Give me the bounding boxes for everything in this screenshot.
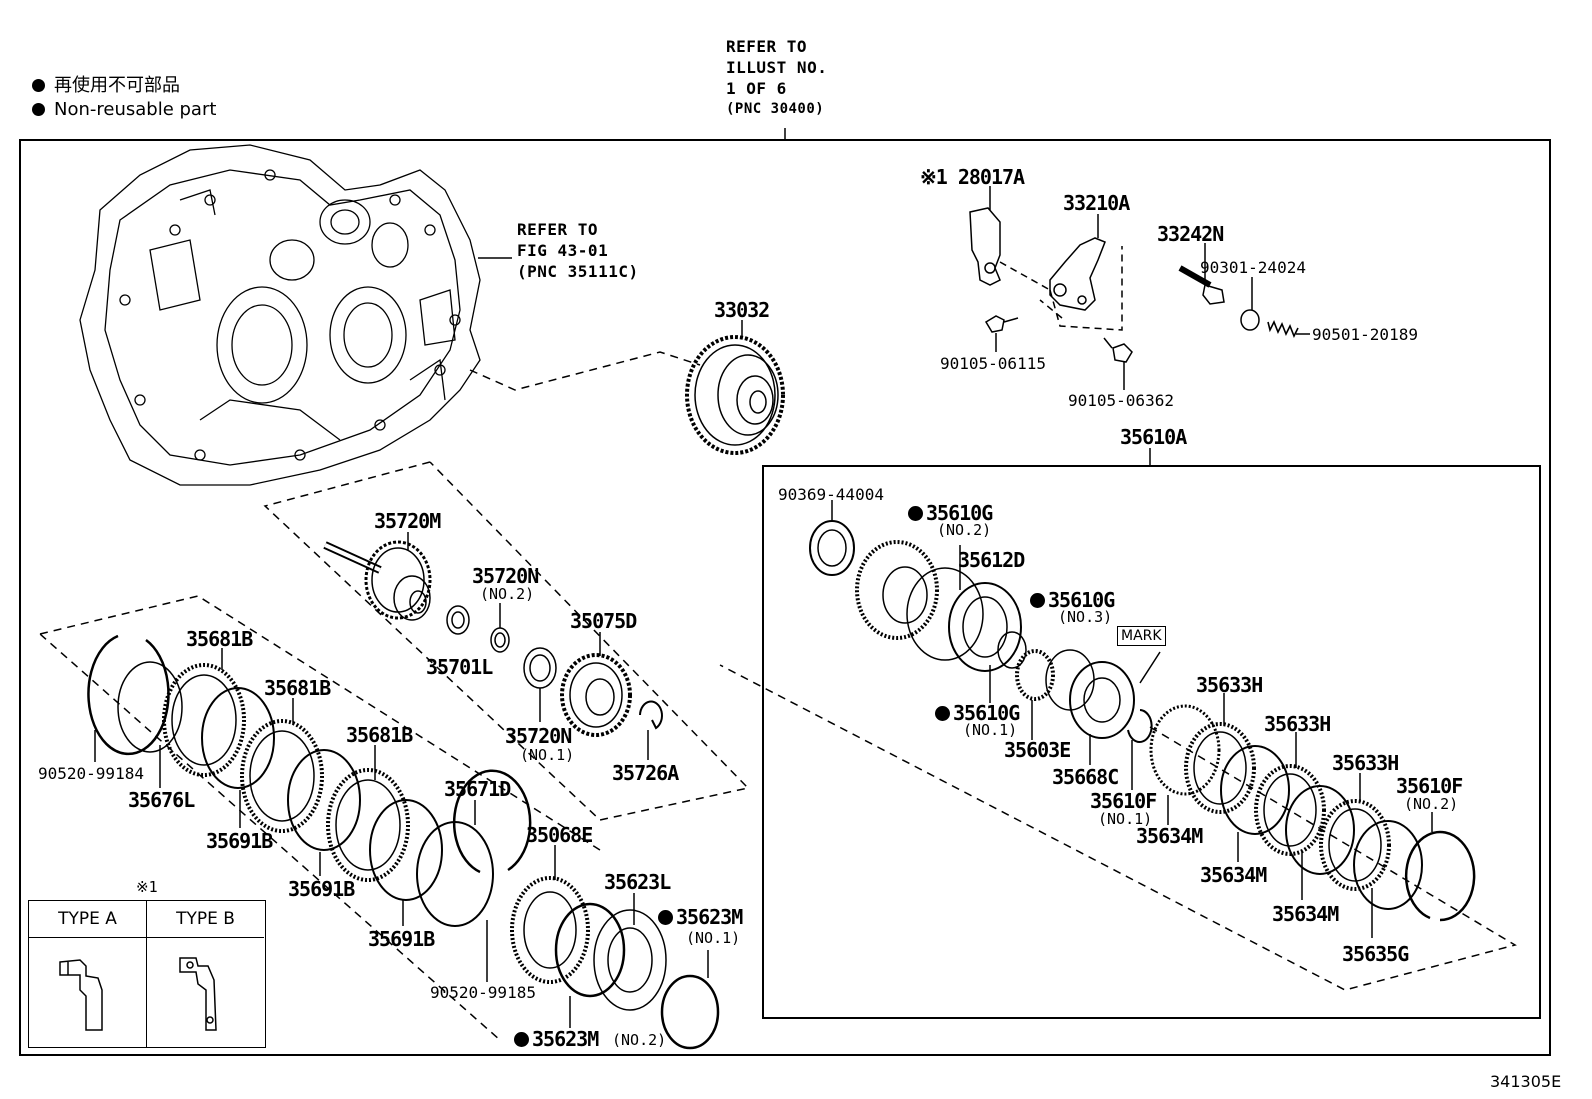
callout-35633H-a[interactable]: 35633H — [1196, 673, 1263, 697]
refer-case-note[interactable]: REFER TO FIG 43-01 (PNC 35111C) — [517, 220, 639, 281]
callout-35720N-no2[interactable]: 35720N — [472, 564, 539, 588]
non-reusable-dot-icon — [32, 79, 45, 92]
callout-35681B-c[interactable]: 35681B — [346, 723, 413, 747]
refer-main-note: REFER TO ILLUST NO. 1 OF 6 (PNC 30400) — [726, 37, 828, 117]
callout-35720N-no1-sub: (NO.1) — [520, 746, 575, 764]
callout-35623M-no1[interactable]: 35623M — [658, 907, 743, 927]
type-a-header: TYPE A — [29, 901, 146, 938]
callout-35603E[interactable]: 35603E — [1004, 738, 1071, 762]
callout-35612D[interactable]: 35612D — [958, 548, 1025, 572]
callout-35623M-no2[interactable]: 35623M — [514, 1029, 599, 1049]
callout-35726A[interactable]: 35726A — [612, 761, 679, 785]
bearing-35720N-no1 — [523, 647, 557, 689]
dashed-box-35720-group — [263, 461, 750, 821]
callout-35623M-no1-sub: (NO.1) — [686, 929, 741, 947]
callout-35635G[interactable]: 35635G — [1342, 942, 1409, 966]
legend-english: Non-reusable part — [32, 101, 216, 119]
callout-35691B-c[interactable]: 35691B — [368, 927, 435, 951]
washer-35701L — [446, 605, 470, 635]
callout-33032[interactable]: 33032 — [714, 298, 770, 322]
callout-35691B-b[interactable]: 35691B — [288, 877, 355, 901]
callout-35610F-no1-sub: (NO.1) — [1098, 810, 1153, 828]
type-table-divider — [146, 901, 147, 1047]
callout-35681B-b[interactable]: 35681B — [264, 676, 331, 700]
callout-35633H-b[interactable]: 35633H — [1264, 712, 1331, 736]
callout-35610G-no1[interactable]: 35610G — [935, 703, 1020, 723]
dashed-case-to-gear — [469, 351, 701, 391]
leader-mark — [1139, 651, 1161, 684]
dashed-box-clutch-left — [39, 595, 601, 1041]
gear-33032 — [685, 335, 785, 455]
callout-35671D[interactable]: 35671D — [444, 777, 511, 801]
type-a-part-icon — [59, 959, 103, 1031]
output-shaft-35720M — [323, 540, 432, 621]
callout-35634M-b[interactable]: 35634M — [1200, 863, 1267, 887]
callout-90501-20189[interactable]: 90501-20189 — [1312, 325, 1418, 344]
callout-35676L[interactable]: 35676L — [128, 788, 195, 812]
callout-35634M-c[interactable]: 35634M — [1272, 902, 1339, 926]
callout-35691B-a[interactable]: 35691B — [206, 829, 273, 853]
type-b-part-icon — [179, 957, 217, 1031]
non-reusable-dot-icon — [32, 103, 45, 116]
callout-33210A[interactable]: 33210A — [1063, 191, 1130, 215]
type-variant-table: TYPE A TYPE B — [28, 900, 266, 1048]
callout-35610G-no2-sub: (NO.2) — [937, 521, 992, 539]
callout-35610F-no1[interactable]: 35610F — [1090, 789, 1157, 813]
callout-90369-44004[interactable]: 90369-44004 — [778, 485, 884, 504]
callout-35668C[interactable]: 35668C — [1052, 765, 1119, 789]
callout-35610F-no2-sub: (NO.2) — [1404, 795, 1459, 813]
callout-90520-99185[interactable]: 90520-99185 — [430, 983, 536, 1002]
callout-35720N-no2-sub: (NO.2) — [480, 585, 535, 603]
callout-35075D[interactable]: 35075D — [570, 609, 637, 633]
callout-35720M[interactable]: 35720M — [374, 509, 441, 533]
shift-lever-group — [969, 207, 1299, 363]
callout-35623L[interactable]: 35623L — [604, 870, 671, 894]
callout-35633H-c[interactable]: 35633H — [1332, 751, 1399, 775]
subassembly-35610A-parts — [809, 520, 1476, 922]
callout-35610G-no3[interactable]: 35610G — [1030, 590, 1115, 610]
callout-90301-24024[interactable]: 90301-24024 — [1200, 258, 1306, 277]
callout-35610G-no3-sub: (NO.3) — [1058, 608, 1113, 626]
snapring-35726A — [639, 700, 663, 730]
callout-35623M-no2-sub: (NO.2) — [612, 1031, 667, 1049]
gear-35075D — [560, 653, 632, 737]
callout-35720N-no1[interactable]: 35720N — [505, 724, 572, 748]
callout-35610A[interactable]: 35610A — [1120, 425, 1187, 449]
callout-90520-99184[interactable]: 90520-99184 — [38, 764, 144, 783]
callout-90105-06115[interactable]: 90105-06115 — [940, 354, 1046, 373]
left-clutch-pack — [87, 634, 720, 1050]
callout-28017A[interactable]: ※1 28017A — [920, 165, 1025, 189]
callout-35068E[interactable]: 35068E — [526, 823, 593, 847]
callout-33242N[interactable]: 33242N — [1157, 222, 1224, 246]
callout-35610G-no2[interactable]: 35610G — [908, 503, 993, 523]
dashed-subassembly-line — [719, 664, 1517, 991]
callout-35681B-a[interactable]: 35681B — [186, 627, 253, 651]
subassembly-frame-35610A — [762, 465, 1541, 1019]
legend-japanese: 再使用不可部品 — [32, 77, 180, 95]
type-box-note: ※1 — [136, 878, 158, 896]
callout-35610G-no1-sub: (NO.1) — [963, 721, 1018, 739]
callout-35701L[interactable]: 35701L — [426, 655, 493, 679]
callout-35610F-no2[interactable]: 35610F — [1396, 774, 1463, 798]
washer-35720N-no2 — [490, 627, 510, 653]
transmission-case-illustration — [79, 144, 481, 486]
callout-35634M-a[interactable]: 35634M — [1136, 824, 1203, 848]
figure-code: 341305E — [1490, 1072, 1562, 1091]
callout-90105-06362[interactable]: 90105-06362 — [1068, 391, 1174, 410]
type-b-header: TYPE B — [147, 901, 264, 938]
mark-label: MARK — [1117, 626, 1166, 646]
